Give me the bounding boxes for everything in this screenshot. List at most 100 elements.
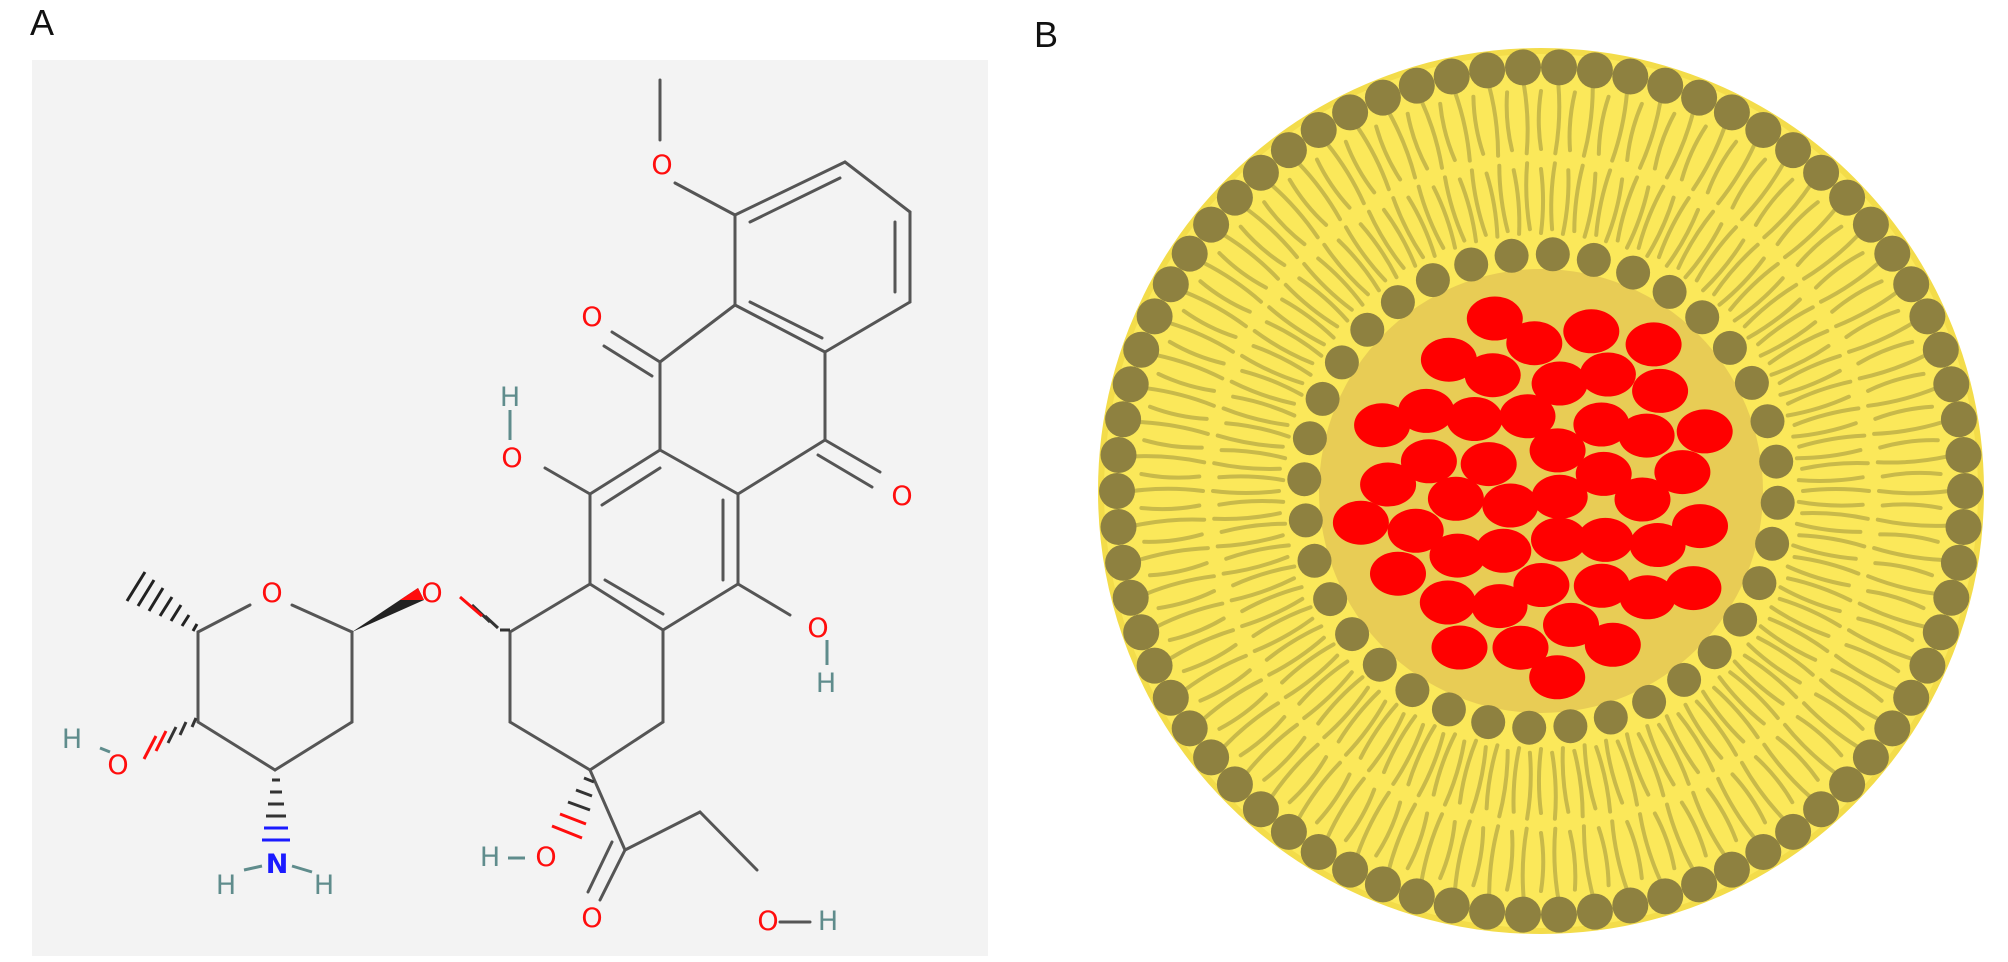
lipid-tail [1794,521,1863,534]
lipid-tail [1679,800,1708,858]
lipid-tail [1438,820,1457,881]
inner-head-group [1553,709,1588,744]
lipid-tail [1251,605,1313,638]
outer-head-group [1123,614,1160,651]
lipid-tail [1830,668,1884,703]
tertiary-oxygen-label: O [535,842,556,873]
bond [600,466,662,507]
outer-head-group [1152,266,1189,303]
outer-head-group [1300,834,1337,870]
outer-head-group [1945,437,1982,473]
lipid-tail [1443,175,1467,243]
lipid-tail [1691,790,1727,858]
lipid-tail [1560,746,1571,814]
outer-head-group [1100,437,1137,473]
lipid-tail [1244,722,1299,776]
lipid-tail [1419,812,1444,884]
lipid-tail [1142,532,1204,544]
lipid-tail [1814,692,1865,731]
lipid-tail [1596,94,1611,156]
lipid-tail [1705,787,1739,843]
lipid-tail [1136,420,1210,436]
bond [603,578,665,616]
lipid-tail [1830,279,1884,314]
inner-head-group [1576,242,1611,277]
lipid-tail [1657,196,1691,260]
outer-head-group [1647,878,1684,915]
inner-head-group [1697,635,1732,670]
lipid-tail [1148,404,1209,421]
inner-head-group [1723,602,1758,637]
lipid-tail [1778,368,1842,397]
outer-head-group [1576,52,1613,89]
lipid-tail [1814,251,1865,290]
lipid-tail [1231,394,1297,418]
lipid-tail [1344,699,1388,757]
lipid-tail [1374,800,1403,858]
lipid-tail [1742,653,1799,700]
inner-head-group [1750,404,1785,439]
amine-nitrogen-label: N [266,849,289,880]
lipid-tail [1539,831,1546,893]
inner-head-group [1685,300,1720,335]
lipid-tail [1405,111,1430,171]
phenol-right-hydrogen-label: H [816,668,836,699]
lipid-tail [1802,701,1861,750]
lipid-tail [1484,171,1500,239]
lipid-tail [1336,238,1381,293]
lipid-tail [1819,678,1881,722]
lipid-tail [1694,699,1738,757]
lipid-tail [1797,533,1867,549]
lipid-tail [1443,739,1467,807]
lipid-tail [1525,750,1533,821]
drug-molecule [1431,625,1488,670]
drug-molecule [1629,523,1686,567]
lipid-tail [1742,282,1799,329]
lipid-tail [1550,750,1558,821]
outer-head-group [1803,154,1840,191]
lipid-tail [1740,760,1786,821]
lipid-tail [1167,320,1235,354]
lipid-tail [1664,714,1700,775]
outer-head-group [1713,851,1750,888]
lipid-tail [1296,161,1342,222]
inner-head-group [1324,345,1359,380]
lipid-tail [1212,511,1282,521]
lipid-tail [1469,168,1488,237]
drug-molecule [1676,409,1733,454]
outer-head-group [1216,766,1253,803]
outer-head-group [1775,132,1812,169]
drug-molecule [1387,508,1444,553]
bond [508,720,592,772]
lipid-tail [1374,124,1403,182]
lipid-tail [1343,139,1377,195]
lipid-tail [1355,124,1391,192]
lipid-tail [1775,200,1820,247]
drug-molecule [1354,403,1411,448]
lipid-tail [1878,532,1940,544]
lipid-tail [1877,489,1951,496]
molecule-panel-background [32,60,988,956]
drug-molecule [1475,528,1532,573]
sugar-oh-hash-wedge [166,717,198,744]
lipid-tail [1732,276,1785,323]
drug-molecule [1672,504,1728,549]
lipid-tail [1167,616,1226,643]
lipid-tail [1181,643,1238,674]
bond [698,810,759,872]
lipid-tail [1358,702,1399,760]
lipid-tail [1382,714,1418,775]
inner-head-group [1593,700,1628,735]
outer-head-group [1933,366,1970,403]
outer-head-group [1136,298,1173,335]
lipid-tail [1211,489,1281,496]
lipid-tail [1131,486,1205,493]
lipid-tail [1604,177,1625,244]
lipid-tail [1487,84,1501,158]
lipid-tail [1302,262,1354,312]
lipid-tail [1156,371,1216,393]
lipid-tail [1796,499,1865,508]
lipid-tail [1730,157,1767,210]
lipid-tail [1167,339,1226,366]
lipid-tail [1762,742,1813,800]
